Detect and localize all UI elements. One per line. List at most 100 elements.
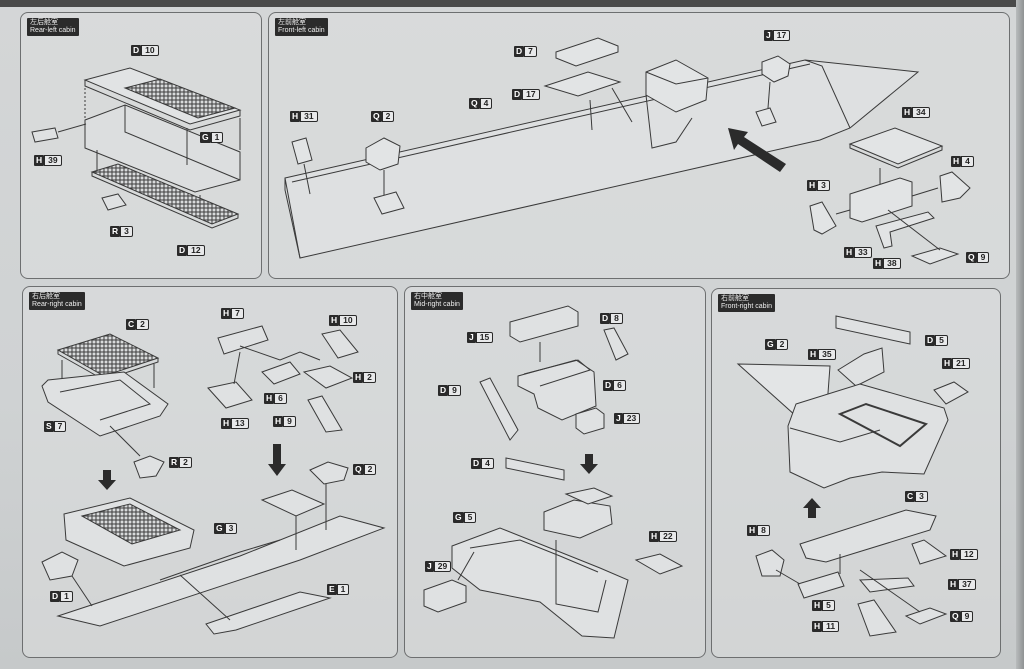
part-line xyxy=(59,379,152,421)
panel-title-cn: 右中舱室 xyxy=(414,293,442,300)
part-h21 xyxy=(933,381,969,405)
part-number: 7 xyxy=(53,421,67,432)
part-letter: Q xyxy=(950,611,961,622)
part-number: 2 xyxy=(363,464,377,475)
guide-line xyxy=(303,163,311,195)
part-letter: H xyxy=(902,107,913,118)
panel-title-en: Mid-right cabin xyxy=(414,301,460,308)
part-number: 37 xyxy=(958,579,976,590)
part-number: 1 xyxy=(60,591,73,602)
part-g5-top xyxy=(564,487,614,505)
part-h8 xyxy=(755,549,785,577)
guide-line xyxy=(239,345,321,361)
part-letter: H xyxy=(873,258,884,269)
part-number: 39 xyxy=(44,155,62,166)
part-letter: H xyxy=(844,247,855,258)
part-h9 xyxy=(307,395,343,433)
part-number: 5 xyxy=(822,600,835,611)
part-letter: H xyxy=(329,315,340,326)
part-number: 12 xyxy=(960,549,978,560)
part-h7 xyxy=(217,325,269,355)
roof-grate-mesh xyxy=(123,78,237,119)
guide-line xyxy=(767,81,771,109)
part-letter: H xyxy=(807,180,818,191)
tower-frame xyxy=(645,94,693,149)
part-number: 3 xyxy=(120,226,133,237)
part-e1 xyxy=(205,591,332,635)
part-letter: H xyxy=(221,418,232,429)
part-letter: G xyxy=(200,132,211,143)
panel-title-en: Front-right cabin xyxy=(721,303,772,310)
part-letter: H xyxy=(353,372,364,383)
part-number: 9 xyxy=(283,416,296,427)
part-c2-roof xyxy=(56,333,160,377)
part-h22 xyxy=(634,553,684,575)
part-number: 23 xyxy=(622,413,641,424)
part-letter: D xyxy=(131,45,142,56)
part-number: 9 xyxy=(448,385,461,396)
part-r3 xyxy=(101,193,127,211)
part-number: 4 xyxy=(961,156,974,167)
part-letter: Q xyxy=(353,464,364,475)
part-letter: J xyxy=(467,332,476,343)
part-letter: G xyxy=(765,339,776,350)
part-number: 3 xyxy=(224,523,238,534)
part-number: 12 xyxy=(187,245,205,256)
part-letter: D xyxy=(177,245,188,256)
part-h37 xyxy=(858,577,915,593)
part-line xyxy=(91,172,239,229)
part-letter: Q xyxy=(966,252,977,263)
part-number: 2 xyxy=(136,319,149,330)
part-number: 22 xyxy=(659,531,677,542)
part-h31 xyxy=(291,137,313,165)
part-letter: D xyxy=(512,89,523,100)
part-number: 10 xyxy=(141,45,159,56)
part-letter: S xyxy=(44,421,54,432)
part-number: 6 xyxy=(274,393,287,404)
part-letter: H xyxy=(942,358,953,369)
part-number: 4 xyxy=(479,98,493,109)
panel-title-en: Front-left cabin xyxy=(278,27,325,34)
part-j17-base xyxy=(755,107,777,127)
guide-line xyxy=(611,87,633,123)
part-d1 xyxy=(41,551,79,581)
part-letter: R xyxy=(110,226,121,237)
part-h12 xyxy=(911,539,948,565)
part-letter: H xyxy=(948,579,959,590)
drawing-rear-left xyxy=(31,67,242,229)
part-c2-mesh xyxy=(80,503,182,545)
part-number: 10 xyxy=(339,315,357,326)
part-letter: D xyxy=(925,335,936,346)
part-number: 8 xyxy=(610,313,623,324)
part-letter: H xyxy=(747,525,758,536)
panel-title-cn: 左前舱室 xyxy=(278,19,306,26)
part-q2-base xyxy=(373,191,405,215)
guide-line xyxy=(887,209,941,251)
part-h4 xyxy=(939,171,971,203)
part-j17 xyxy=(761,55,791,83)
